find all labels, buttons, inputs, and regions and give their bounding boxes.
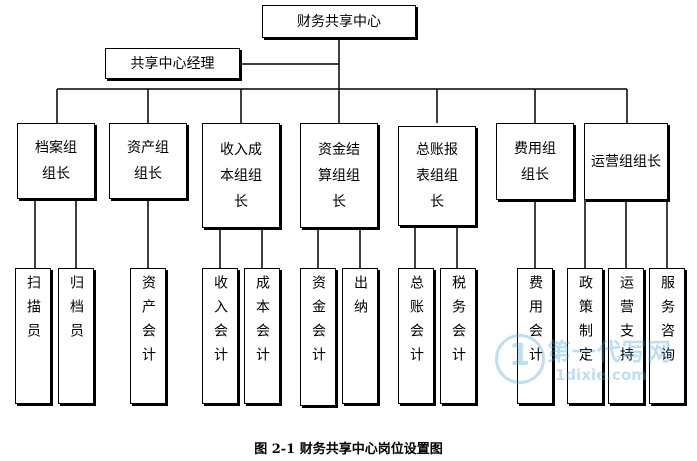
staff-label: 收入会计 — [212, 275, 228, 371]
staff-label: 出纳 — [352, 275, 368, 323]
staff-box-cashier: 出纳 — [342, 268, 378, 404]
figure-caption: 图 2-1 财务共享中心岗位设置图 — [254, 442, 443, 457]
staff-label: 费用会计 — [527, 275, 543, 371]
staff-box-expense-accountant: 费用会计 — [517, 268, 553, 404]
staff-box-ledger-accountant: 总账会计 — [398, 268, 434, 404]
staff-box-asset-accountant: 资产会计 — [130, 268, 166, 404]
staff-label: 税务会计 — [450, 275, 466, 371]
group-box-expense: 费用组组长 — [496, 123, 574, 200]
manager-label: 共享中心经理 — [130, 55, 215, 72]
group-box-asset: 资产组组长 — [109, 123, 187, 199]
manager-box: 共享中心经理 — [105, 48, 240, 79]
group-box-revenue-cost: 收入成本组组长 — [202, 123, 280, 228]
group-label: 费用组组长 — [514, 140, 556, 183]
group-label: 档案组组长 — [35, 140, 77, 182]
staff-label: 扫描员 — [25, 275, 41, 347]
staff-box-scanner: 扫描员 — [15, 268, 51, 404]
staff-box-policy: 政策制定 — [567, 268, 603, 404]
group-box-general-ledger: 总账报表组组长 — [398, 126, 476, 226]
group-box-operations: 运营组组长 — [584, 123, 668, 200]
staff-label: 归档员 — [68, 275, 84, 347]
group-label: 运营组组长 — [591, 153, 661, 170]
title-box: 财务共享中心 — [262, 5, 416, 38]
group-box-fund-settlement: 资金结算组组长 — [300, 123, 378, 228]
staff-box-cost-accountant: 成本会计 — [244, 268, 280, 404]
staff-label: 政策制定 — [577, 275, 593, 371]
group-label: 资金结算组组长 — [318, 141, 360, 210]
staff-box-fund-accountant: 资金会计 — [300, 268, 336, 406]
staff-label: 资产会计 — [140, 275, 156, 371]
staff-label: 服务咨询 — [659, 275, 675, 371]
title-label: 财务共享中心 — [297, 13, 381, 30]
group-label: 资产组组长 — [127, 140, 169, 182]
staff-label: 运营支持 — [618, 275, 634, 371]
staff-label: 资金会计 — [310, 275, 326, 371]
staff-label: 总账会计 — [408, 275, 424, 371]
staff-box-archivist: 归档员 — [58, 268, 94, 404]
group-box-archive: 档案组组长 — [17, 123, 95, 199]
group-label: 总账报表组组长 — [416, 142, 458, 210]
staff-label: 成本会计 — [254, 275, 270, 371]
staff-box-service: 服务咨询 — [649, 268, 685, 404]
staff-box-revenue-accountant: 收入会计 — [202, 268, 238, 404]
group-label: 收入成本组组长 — [220, 141, 262, 210]
staff-box-ops-support: 运营支持 — [608, 268, 644, 404]
staff-box-tax-accountant: 税务会计 — [440, 268, 476, 404]
